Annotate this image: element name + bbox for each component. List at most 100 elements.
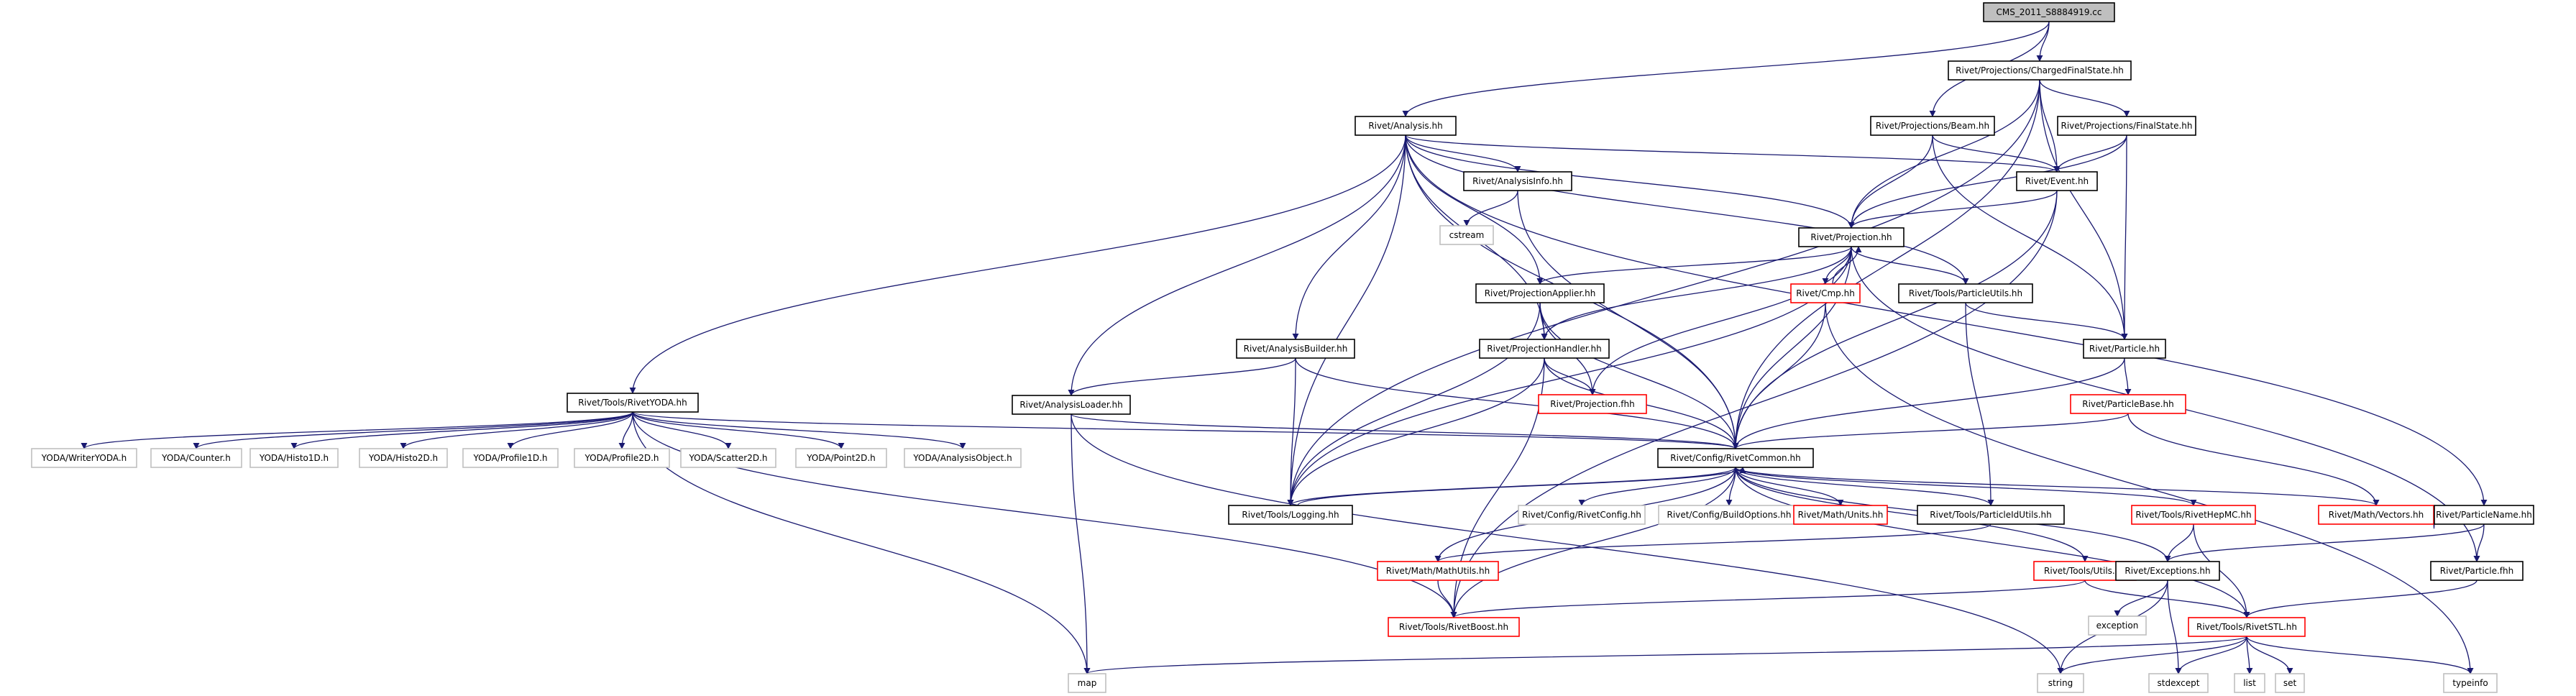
node-rivet-projections-chargedfinalstate-hh[interactable]: Rivet/Projections/ChargedFinalState.hh: [1948, 60, 2132, 81]
edge-ana-to-ryoda: [629, 134, 1406, 394]
node-cms-2011-s8884919-cc[interactable]: CMS_2011_S8884919.cc: [1983, 2, 2115, 22]
node-box: [2318, 505, 2434, 525]
node-label: Rivet/ProjectionHandler.hh: [1487, 344, 1601, 354]
node-yoda-analysisobject-h: YODA/AnalysisObject.h: [904, 448, 1022, 468]
edge-stl-to-typeinfo: [2246, 636, 2474, 674]
node-set: set: [2275, 673, 2305, 693]
node-box: [680, 448, 776, 468]
node-box: [2275, 673, 2305, 693]
node-rivet-tools-particleutils-hh[interactable]: Rivet/Tools/ParticleUtils.hh: [1898, 283, 2033, 303]
edge-stl-to-stdexcept: [2175, 636, 2247, 674]
node-rivet-tools-utils-hh[interactable]: Rivet/Tools/Utils.hh: [2033, 561, 2137, 581]
edge-particle-to-pbase: [2124, 357, 2132, 395]
node-rivet-tools-logging-hh[interactable]: Rivet/Tools/Logging.hh: [1228, 505, 1353, 525]
node-yoda-histo1d-h: YODA/Histo1D.h: [249, 448, 339, 468]
node-box: [1538, 394, 1647, 414]
node-label: Rivet/AnalysisLoader.hh: [1019, 400, 1122, 410]
edge-beam-to-particle: [1932, 134, 2128, 340]
node-rivet-particle-fhh[interactable]: Rivet/Particle.fhh: [2430, 561, 2524, 581]
node-box: [1377, 561, 1499, 581]
node-box: [1898, 283, 2033, 303]
node-box: [1479, 339, 1610, 359]
node-rivet-projections-finalstate-hh[interactable]: Rivet/Projections/FinalState.hh: [2057, 116, 2196, 136]
edge-cmp-to-proj: [1832, 246, 1862, 285]
edge-ainfo-to-cstream: [1463, 190, 1518, 226]
node-rivet-exceptions-hh[interactable]: Rivet/Exceptions.hh: [2115, 561, 2220, 581]
node-rivet-tools-rivetboost-hh[interactable]: Rivet/Tools/RivetBoost.hh: [1388, 617, 1520, 637]
edge-hepmc-to-stl: [2193, 523, 2250, 618]
node-label: list: [2243, 678, 2256, 688]
node-rivet-math-vectors-hh[interactable]: Rivet/Math/Vectors.hh: [2318, 505, 2434, 525]
node-rivet-particlename-hh[interactable]: Rivet/ParticleName.hh: [2434, 505, 2534, 525]
edge-putils-to-particle: [1965, 302, 2128, 340]
edge-phandler-to-projfhh: [1544, 357, 1596, 395]
node-cstream: cstream: [1439, 225, 1494, 245]
node-yoda-writeryoda-h: YODA/WriterYODA.h: [31, 448, 137, 468]
edge-cfs-to-proj: [1848, 79, 2040, 229]
node-label: exception: [2096, 621, 2139, 631]
node-box: [1518, 505, 1646, 525]
node-label: Rivet/Projection.hh: [1810, 232, 1892, 242]
node-rivet-analysisinfo-hh[interactable]: Rivet/AnalysisInfo.hh: [1463, 171, 1572, 191]
node-label: Rivet/Math/MathUtils.hh: [1386, 566, 1490, 576]
node-label: Rivet/Tools/Utils.hh: [2044, 566, 2126, 576]
node-yoda-point2d-h: YODA/Point2D.h: [795, 448, 887, 468]
node-box: [1236, 339, 1355, 359]
node-label: Rivet/Projections/Beam.hh: [1876, 121, 1989, 131]
node-rivet-projectionhandler-hh[interactable]: Rivet/ProjectionHandler.hh: [1479, 339, 1610, 359]
node-rivet-config-rivetcommon-hh[interactable]: Rivet/Config/RivetCommon.hh: [1657, 448, 1814, 468]
node-label: Rivet/Tools/RivetYODA.hh: [578, 398, 687, 408]
edge-exceptions-to-exception: [2114, 580, 2168, 617]
edge-ryoda-to-yh1: [290, 411, 633, 449]
edge-common-to-rconfig: [1578, 467, 1736, 506]
edge-particle-to-common: [1732, 357, 2125, 449]
node-rivet-config-rivetconfig-hh: Rivet/Config/RivetConfig.hh: [1518, 505, 1646, 525]
node-label: Rivet/Particle.fhh: [2440, 566, 2514, 576]
edge-proj-to-putils: [1851, 246, 1969, 285]
edge-common-to-hepmc: [1735, 467, 2197, 506]
node-rivet-particlebase-hh[interactable]: Rivet/ParticleBase.hh: [2070, 394, 2186, 414]
node-yoda-counter-h: YODA/Counter.h: [150, 448, 242, 468]
edge-common-to-vectors: [1735, 467, 2380, 506]
edge-cfs-to-fs: [2039, 79, 2130, 117]
node-rivet-tools-rivetstl-hh[interactable]: Rivet/Tools/RivetSTL.hh: [2188, 617, 2306, 637]
node-rivet-analysisbuilder-hh[interactable]: Rivet/AnalysisBuilder.hh: [1236, 339, 1355, 359]
edge-pidutils-to-mathutils: [1434, 523, 1991, 562]
node-box: [1228, 505, 1353, 525]
node-rivet-cmp-hh[interactable]: Rivet/Cmp.hh: [1790, 283, 1861, 303]
node-box: [2083, 339, 2166, 359]
node-rivet-analysisloader-hh[interactable]: Rivet/AnalysisLoader.hh: [1012, 395, 1131, 415]
node-rivet-event-hh[interactable]: Rivet/Event.hh: [2016, 171, 2098, 191]
node-box: [2234, 673, 2265, 693]
edge-ryoda-to-yp1: [507, 411, 633, 449]
node-rivet-tools-rivetyoda-hh[interactable]: Rivet/Tools/RivetYODA.hh: [567, 393, 699, 413]
node-rivet-projection-fhh[interactable]: Rivet/Projection.fhh: [1538, 394, 1647, 414]
edge-cfs-to-particle: [2039, 79, 2128, 340]
node-rivet-tools-rivethepmc-hh[interactable]: Rivet/Tools/RivetHepMC.hh: [2131, 505, 2256, 525]
node-rivet-projection-hh[interactable]: Rivet/Projection.hh: [1798, 227, 1905, 247]
node-rivet-tools-particleidutils-hh[interactable]: Rivet/Tools/ParticleIdUtils.hh: [1917, 505, 2065, 525]
node-yoda-histo2d-h: YODA/Histo2D.h: [359, 448, 448, 468]
edge-cmp-to-typeinfo: [1825, 302, 2474, 674]
node-box: [1658, 505, 1800, 525]
node-rivet-projections-beam-hh[interactable]: Rivet/Projections/Beam.hh: [1870, 116, 1995, 136]
edge-particlefhh-to-stl: [2243, 580, 2478, 618]
node-rivet-analysis-hh[interactable]: Rivet/Analysis.hh: [1355, 116, 1457, 136]
edge-exceptions-to-stdexcept: [2167, 580, 2182, 674]
node-box: [150, 448, 242, 468]
node-box: [1793, 505, 1888, 525]
node-rivet-particle-hh[interactable]: Rivet/Particle.hh: [2083, 339, 2166, 359]
node-rivet-projectionapplier-hh[interactable]: Rivet/ProjectionApplier.hh: [1475, 283, 1605, 303]
node-box: [2443, 673, 2498, 693]
edge-ana-to-logging: [1287, 134, 1406, 506]
edge-root-to-ana: [1402, 21, 2050, 117]
edge-proj-to-common: [1732, 246, 1852, 449]
edge-common-to-pidutils: [1735, 467, 1994, 506]
edge-papplier-to-logging: [1287, 302, 1541, 506]
node-box: [1790, 283, 1861, 303]
node-rivet-math-units-hh[interactable]: Rivet/Math/Units.hh: [1793, 505, 1888, 525]
node-box: [2070, 394, 2186, 414]
node-rivet-math-mathutils-hh[interactable]: Rivet/Math/MathUtils.hh: [1377, 561, 1499, 581]
edge-logging-to-common: [1297, 467, 1746, 506]
node-box: [1475, 283, 1605, 303]
